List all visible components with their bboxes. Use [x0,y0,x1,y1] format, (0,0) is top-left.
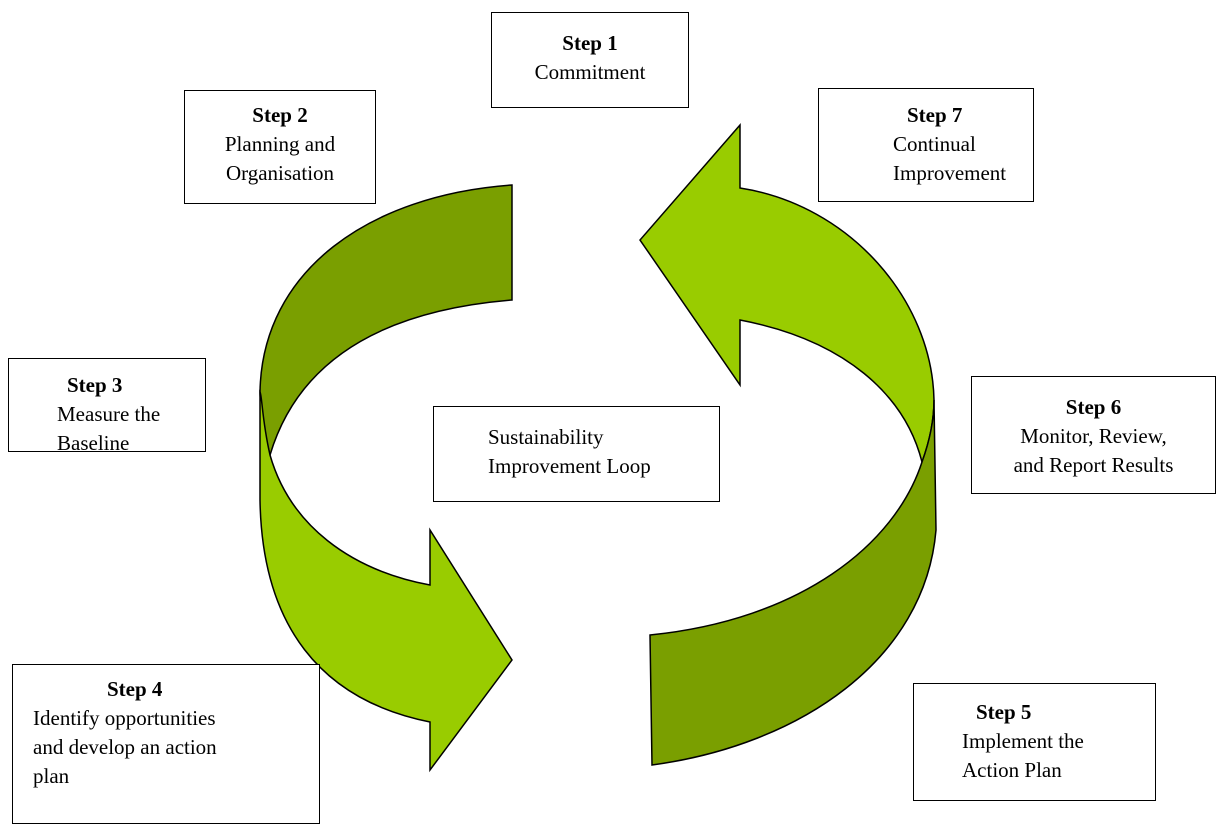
step-6-text: Monitor, Review, and Report Results [1013,424,1174,477]
step-7-text: Continual Improvement [893,132,1007,185]
step-1-text: Commitment [534,60,646,84]
step-4-title: Step 4 [107,677,163,701]
step-6-box: Step 6 Monitor, Review, and Report Resul… [971,376,1216,494]
step-7-title: Step 7 [907,103,963,127]
step-5-box: Step 5 Implement the Action Plan [913,683,1156,801]
step-6-title: Step 6 [1065,395,1122,419]
step-4-box: Step 4 Identify opportunities and develo… [12,664,320,824]
step-2-box: Step 2 Planning and Organisation [184,90,376,204]
step-3-title: Step 3 [67,373,123,397]
step-5-title: Step 5 [976,700,1032,724]
step-7-box: Step 7 Continual Improvement [818,88,1034,202]
step-1-title: Step 1 [562,31,618,55]
step-5-text: Implement the Action Plan [962,729,1084,782]
center-label: Sustainability Improvement Loop [488,425,651,478]
step-2-text: Planning and Organisation [224,132,336,185]
right-arrow-dark-band [649,399,937,766]
center-label-box: Sustainability Improvement Loop [433,406,720,502]
step-4-text: Identify opportunities and develop an ac… [33,706,217,788]
step-1-box: Step 1 Commitment [491,12,689,108]
step-3-text: Measure the Baseline [57,402,161,455]
step-2-title: Step 2 [252,103,308,127]
step-3-box: Step 3 Measure the Baseline [8,358,206,455]
left-arrow-light-band [259,389,513,773]
